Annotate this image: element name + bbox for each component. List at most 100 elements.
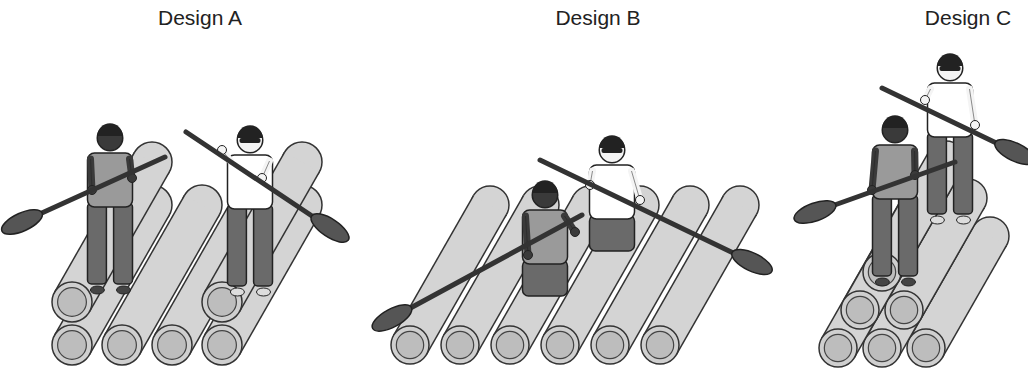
log-ring [158,331,187,360]
paddle-blade [368,300,415,337]
rafter [921,53,980,224]
log-end [819,329,857,367]
leg [873,195,892,276]
log-ring [912,334,939,361]
design-label: Design C [925,6,1011,30]
shoe [902,278,916,286]
log-ring [108,331,137,360]
hand [571,228,580,237]
log-end [391,326,429,364]
leg [899,195,918,276]
rafter [868,115,920,286]
log [391,186,509,364]
shoe [117,286,131,294]
log-end [885,291,923,329]
design-label: Design A [158,6,242,30]
log-ring [446,331,473,358]
hair [937,53,963,66]
log-end [152,325,192,365]
log-edge [55,152,135,292]
log-ring [646,331,673,358]
log-edge [55,195,135,335]
arm [872,151,876,190]
shoe [957,216,971,224]
rafter [88,123,137,294]
hair [97,123,123,136]
leg [114,203,133,284]
paddle-blade [0,205,46,240]
paddle-shaft [540,160,752,262]
sunglasses [602,148,623,153]
log-ring [868,334,895,361]
log-end [52,282,92,322]
leg [928,133,947,214]
shoe [875,278,889,286]
log-end [202,325,242,365]
log-end [102,325,142,365]
log [52,142,172,322]
log-end [591,326,629,364]
shoe [257,288,271,296]
paddle-shaft [186,132,330,228]
paddle [791,162,955,228]
arm-outline [872,151,876,190]
log-end [441,326,479,364]
log-end [491,326,529,364]
log-ring [396,331,423,358]
paddle [186,132,353,248]
legs [590,215,635,251]
hand [971,121,980,130]
paddle-blade [991,134,1028,169]
log-ring [208,331,237,360]
hair [237,125,263,138]
log-end [541,326,579,364]
leg [228,205,247,286]
paddle-blade [791,196,838,228]
hand [524,251,533,260]
arm [526,216,529,255]
log-end [52,325,92,365]
paddle-blade [307,208,354,247]
hand [636,196,645,205]
log-ring [496,331,523,358]
arm-outline [970,89,976,125]
log-end [863,329,901,367]
shoe [90,286,104,294]
sunglasses [940,66,961,71]
paddle-shaft [22,157,165,222]
log-ring [824,334,851,361]
shoe [930,216,944,224]
paddle [0,157,165,239]
arm [970,89,976,125]
rafter [523,180,580,296]
hair [882,115,908,128]
log-edge [426,214,506,354]
log-end [641,326,679,364]
legs [523,260,568,296]
rafter [218,125,273,296]
shoe [230,288,244,296]
arm-outline [526,216,529,255]
log-end [841,291,879,329]
log-ring [890,296,917,323]
leg [954,133,973,214]
paddle-blade [728,244,775,279]
design-label: Design B [555,6,640,30]
log-ring [58,331,87,360]
log-end [907,329,945,367]
log-ring [546,331,573,358]
hair [532,180,558,193]
paddle [368,215,582,336]
hair [599,135,625,148]
leg [88,203,107,284]
log-ring [58,288,87,317]
log-ring [846,296,873,323]
hand [921,96,930,105]
leg [254,205,273,286]
paddle-shaft [392,215,582,318]
log [202,142,322,322]
log-ring [596,331,623,358]
rafter [586,135,645,251]
